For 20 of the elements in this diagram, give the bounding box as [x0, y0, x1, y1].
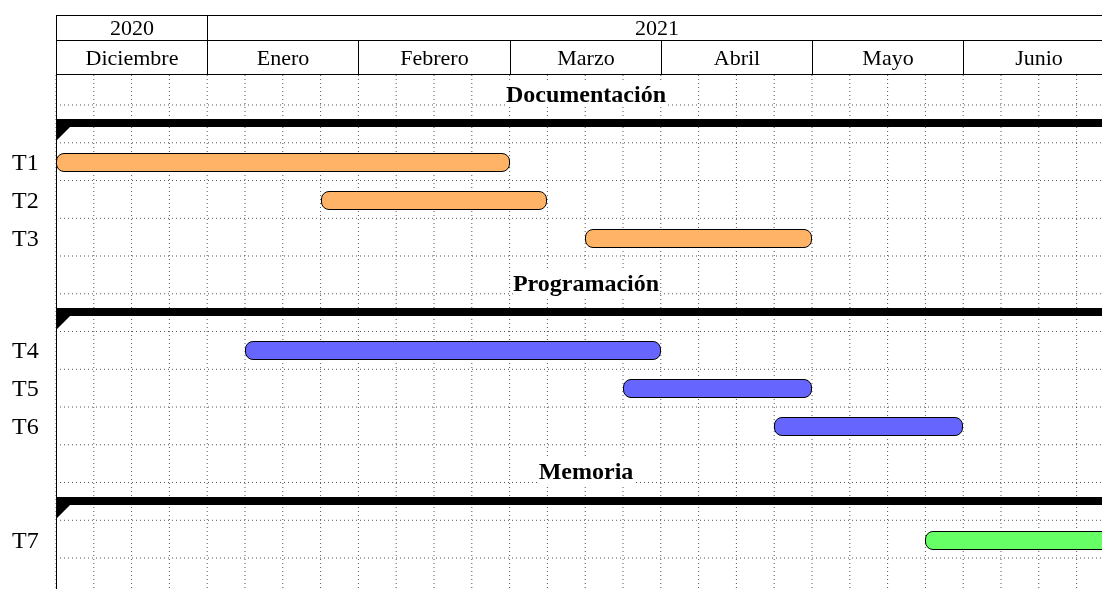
task-label: T2 [12, 187, 39, 213]
task-label: T5 [12, 375, 39, 401]
task-bar [623, 379, 812, 398]
task-bar [585, 229, 812, 248]
group-bar [56, 308, 1102, 330]
group-title: Memoria [538, 458, 634, 484]
task-label: T3 [12, 225, 39, 251]
task-bar [774, 417, 963, 436]
group-title: Documentación [506, 81, 666, 107]
task-bar [56, 153, 510, 172]
task-bar [245, 341, 661, 360]
task-label: T6 [12, 413, 39, 439]
task-bar [925, 531, 1102, 550]
group-bar [56, 119, 1102, 141]
group-bar [56, 497, 1102, 519]
group-title: Programación [512, 270, 660, 296]
task-label: T7 [12, 527, 39, 553]
task-label: T1 [12, 149, 39, 175]
task-label: T4 [12, 337, 39, 363]
task-bar [321, 191, 547, 210]
